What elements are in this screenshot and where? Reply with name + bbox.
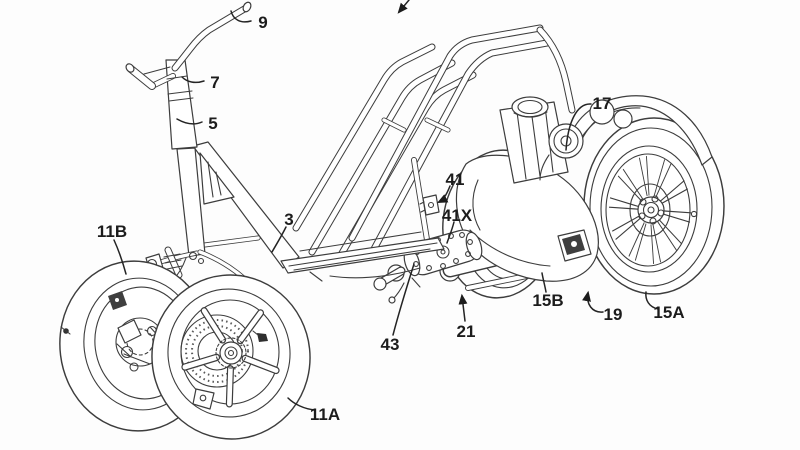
steering-column xyxy=(165,59,198,150)
ref-label-15A: 15A xyxy=(653,303,684,322)
leader-41X xyxy=(446,221,455,244)
figure-pointer-arrow xyxy=(397,0,410,14)
ref-label-7: 7 xyxy=(210,73,219,92)
ref-label-9: 9 xyxy=(258,13,267,32)
ref-label-43: 43 xyxy=(381,335,400,354)
ref-label-15B: 15B xyxy=(532,291,563,310)
leader-15B xyxy=(541,272,547,293)
rear-wheel-outer xyxy=(583,117,725,295)
engine-head-bump xyxy=(613,109,633,129)
rear-brake-caliper xyxy=(557,229,592,262)
ref-label-17: 17 xyxy=(593,94,612,113)
ref-label-5: 5 xyxy=(208,114,217,133)
ref-label-3: 3 xyxy=(284,210,293,229)
leader-21 xyxy=(458,293,468,322)
rear-wheel-spokes xyxy=(609,156,691,264)
brake-lever xyxy=(143,66,171,75)
front-wheel-outer xyxy=(151,274,311,440)
leader-lines xyxy=(113,10,659,411)
leader-9 xyxy=(230,10,252,23)
rear-subframe-tubes xyxy=(292,24,576,264)
leader-11B xyxy=(113,239,127,275)
front-wheel-spokes xyxy=(181,307,280,408)
steering-and-handlebar xyxy=(125,1,252,257)
ref-label-19: 19 xyxy=(604,305,623,324)
ref-label-11A: 11A xyxy=(310,405,340,424)
valve-stem xyxy=(257,333,268,342)
leader-5 xyxy=(176,118,203,125)
leader-43 xyxy=(392,263,415,336)
leader-41 xyxy=(436,185,451,204)
strut-bracket xyxy=(422,194,440,216)
frame-and-floorboard xyxy=(192,141,445,282)
leader-11A xyxy=(287,397,316,411)
ref-label-41: 41 xyxy=(446,170,465,189)
reference-labels: 9 7 5 3 17 41 41X 43 21 11B 11A 15B 19 1… xyxy=(97,13,685,424)
leader-17 xyxy=(565,103,592,151)
brake-disc xyxy=(180,314,254,388)
leader-15A xyxy=(645,291,659,310)
ref-label-41X: 41X xyxy=(442,206,473,225)
ref-label-11B: 11B xyxy=(97,222,127,241)
floorboard xyxy=(280,237,445,274)
ref-label-21: 21 xyxy=(457,322,476,341)
leader-7 xyxy=(181,76,205,84)
leader-19 xyxy=(582,290,604,313)
frame-downtube xyxy=(192,141,300,269)
leader-3 xyxy=(271,226,287,253)
engine-head-bump xyxy=(589,99,615,125)
front-right-caliper xyxy=(192,388,215,410)
